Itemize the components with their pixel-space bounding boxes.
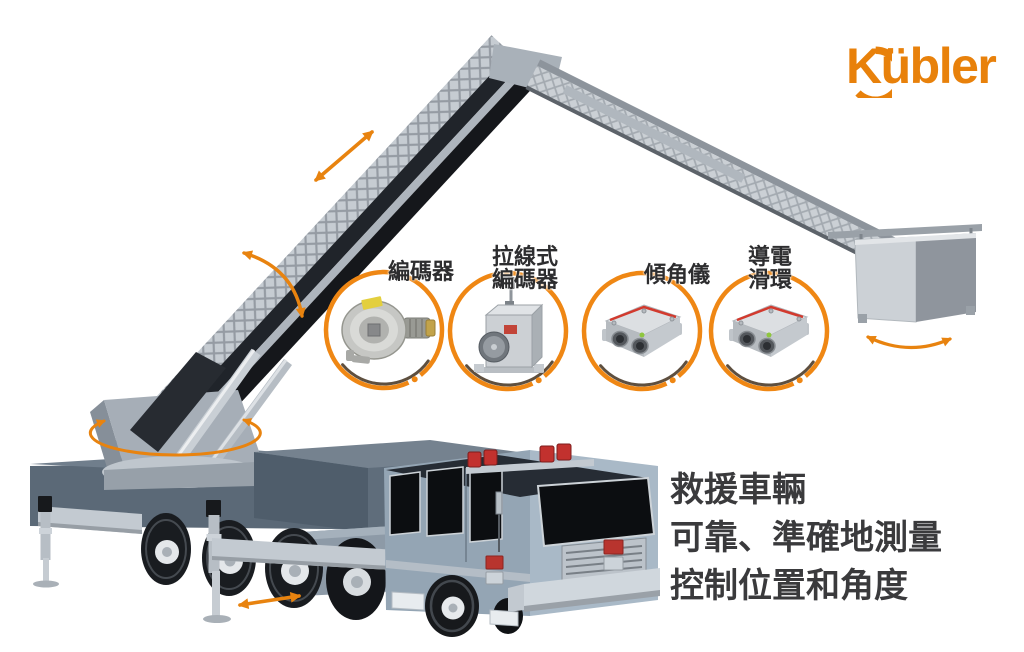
- product-badge-draw-wire-encoder: [447, 270, 569, 392]
- front-wheel: [425, 575, 479, 637]
- product-label-text: 編碼器: [492, 267, 559, 292]
- front-bumper: [524, 568, 660, 610]
- product-label-text: 滑環: [747, 267, 792, 292]
- ladder-elevation-curved-arrow-icon: [241, 250, 306, 319]
- orange-ring-icon: [581, 270, 703, 392]
- product-badge-encoder: [323, 269, 445, 391]
- product-label-encoder: 編碼器: [388, 260, 454, 283]
- product-badge-inclinometer: [581, 270, 703, 392]
- tagline-line-2: 可靠、準確地測量: [670, 519, 942, 557]
- turntable-rotation-ellipse-arrow-icon: [88, 418, 262, 457]
- orange-ring-icon: [323, 269, 445, 391]
- product-label-text: 編碼器: [388, 259, 455, 284]
- product-label-slip-ring: 導電 滑環: [737, 245, 803, 291]
- orange-ring-icon: [447, 270, 569, 392]
- ring-dot-icon: [796, 377, 803, 384]
- beacon-light: [467, 451, 482, 468]
- cab-step: [489, 609, 519, 627]
- beacon-light: [556, 443, 572, 461]
- side-mirror: [495, 491, 503, 515]
- ring-dot-icon: [535, 377, 542, 384]
- beacon-bar: [466, 459, 594, 474]
- jib-arm: [525, 59, 908, 273]
- cab-step: [391, 591, 425, 611]
- logo-arc-icon: [855, 46, 892, 98]
- product-label-inclinometer: 傾角儀: [644, 263, 710, 286]
- outrigger-mid: [203, 500, 428, 623]
- tagline: 救援車輛 可靠、準確地測量 控制位置和角度: [670, 466, 942, 610]
- kubler-logo: Kübler: [822, 28, 1022, 100]
- logo-text: Kübler: [846, 38, 997, 94]
- encoder-illustration: [341, 296, 436, 364]
- turntable-pedestal: [90, 348, 293, 490]
- outrigger-extension-double-arrow-icon: [237, 591, 302, 610]
- truck-cab: [384, 443, 660, 634]
- product-label-text: 傾角儀: [644, 262, 711, 287]
- ring-dot-icon: [669, 377, 676, 384]
- tagline-line-1: 救援車輛: [670, 471, 806, 509]
- outrigger-left: [33, 496, 142, 588]
- marker-light: [603, 539, 624, 555]
- ring-dot-icon: [411, 376, 418, 383]
- marker-light: [485, 555, 504, 570]
- rescue-basket: [828, 224, 982, 323]
- product-label-text: 導電: [747, 244, 792, 269]
- product-badge-slip-ring: [708, 270, 830, 392]
- basket-leveling-curved-arrow-icon: [866, 335, 952, 350]
- beacon-light: [483, 449, 498, 466]
- product-label-text: 拉線式: [492, 244, 559, 269]
- draw-wire-encoder-illustration: [474, 277, 544, 373]
- ladder-extension-double-arrow-icon: [314, 130, 374, 182]
- tagline-line-3: 控制位置和角度: [670, 567, 908, 605]
- beacon-light: [539, 445, 555, 463]
- orange-ring-icon: [708, 270, 830, 392]
- slip-ring-illustration: [729, 304, 809, 357]
- inclinometer-illustration: [602, 304, 682, 357]
- product-label-draw-wire-encoder: 拉線式 編碼器: [492, 245, 558, 291]
